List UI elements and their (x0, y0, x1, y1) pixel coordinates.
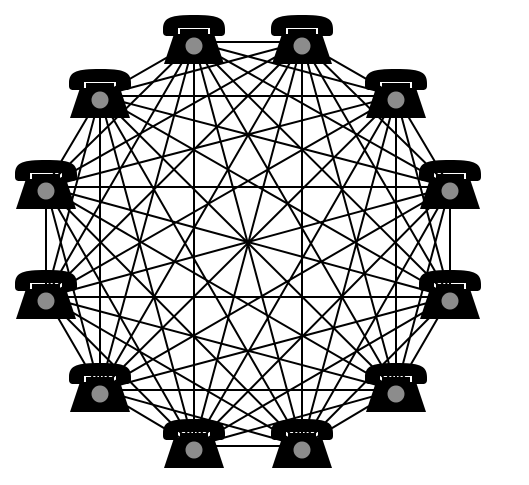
telephone-icon (271, 419, 333, 468)
connection-line (99, 186, 451, 391)
phone-neck (382, 377, 410, 383)
handset (69, 363, 131, 384)
connection-line (301, 41, 397, 391)
phone-dial (293, 441, 311, 459)
connection-line (193, 95, 397, 447)
connection-line (99, 41, 195, 391)
phone-dial (441, 182, 459, 200)
phone-neck (180, 29, 208, 35)
telephone-icon (365, 69, 427, 118)
connection-line (45, 186, 397, 391)
phone-dial (387, 91, 405, 109)
connection-line (99, 95, 451, 298)
phone-dial (37, 182, 55, 200)
handset (419, 160, 481, 181)
handset (69, 69, 131, 90)
phone-dial (91, 91, 109, 109)
connection-line (45, 186, 303, 447)
phone-dial (37, 292, 55, 310)
telephone-icon (419, 270, 481, 319)
connection-line (99, 389, 303, 447)
telephone-icon (271, 15, 333, 64)
phone-neck (382, 83, 410, 89)
phone-neck (180, 433, 208, 439)
handset (15, 270, 77, 291)
phone-neck (86, 377, 114, 383)
connection-line (99, 95, 195, 447)
telephone-icon (163, 419, 225, 468)
phone-neck (32, 174, 60, 180)
connection-line (301, 95, 397, 447)
handset (365, 363, 427, 384)
handset (163, 419, 225, 440)
phone-neck (436, 174, 464, 180)
handset (419, 270, 481, 291)
connection-line (45, 95, 397, 298)
phone-dial (185, 441, 203, 459)
connection-line (45, 95, 101, 298)
handset (271, 419, 333, 440)
telephone-nodes (15, 15, 481, 468)
connection-line (193, 296, 451, 447)
telephone-icon (69, 69, 131, 118)
phone-dial (293, 37, 311, 55)
phone-neck (288, 433, 316, 439)
handset (365, 69, 427, 90)
connection-line (99, 296, 451, 391)
connection-line (45, 95, 397, 188)
connection-line (395, 95, 451, 298)
telephone-icon (69, 363, 131, 412)
phone-neck (32, 284, 60, 290)
telephone-icon (365, 363, 427, 412)
connection-line (193, 389, 397, 447)
phone-dial (91, 385, 109, 403)
connection-line (45, 186, 195, 447)
handset (271, 15, 333, 36)
phone-neck (288, 29, 316, 35)
phone-neck (436, 284, 464, 290)
connection-line (193, 41, 397, 391)
telephone-icon (419, 160, 481, 209)
phone-dial (441, 292, 459, 310)
connection-line (99, 95, 451, 188)
connection-line (99, 95, 397, 391)
phone-dial (185, 37, 203, 55)
telephone-icon (15, 270, 77, 319)
phone-neck (86, 83, 114, 89)
telephone-icon (163, 15, 225, 64)
connection-line (99, 41, 303, 391)
connection-line (99, 41, 303, 97)
phone-dial (387, 385, 405, 403)
handset (163, 15, 225, 36)
handset (15, 160, 77, 181)
connection-line (45, 296, 397, 391)
telephone-icon (15, 160, 77, 209)
connection-line (99, 95, 303, 447)
